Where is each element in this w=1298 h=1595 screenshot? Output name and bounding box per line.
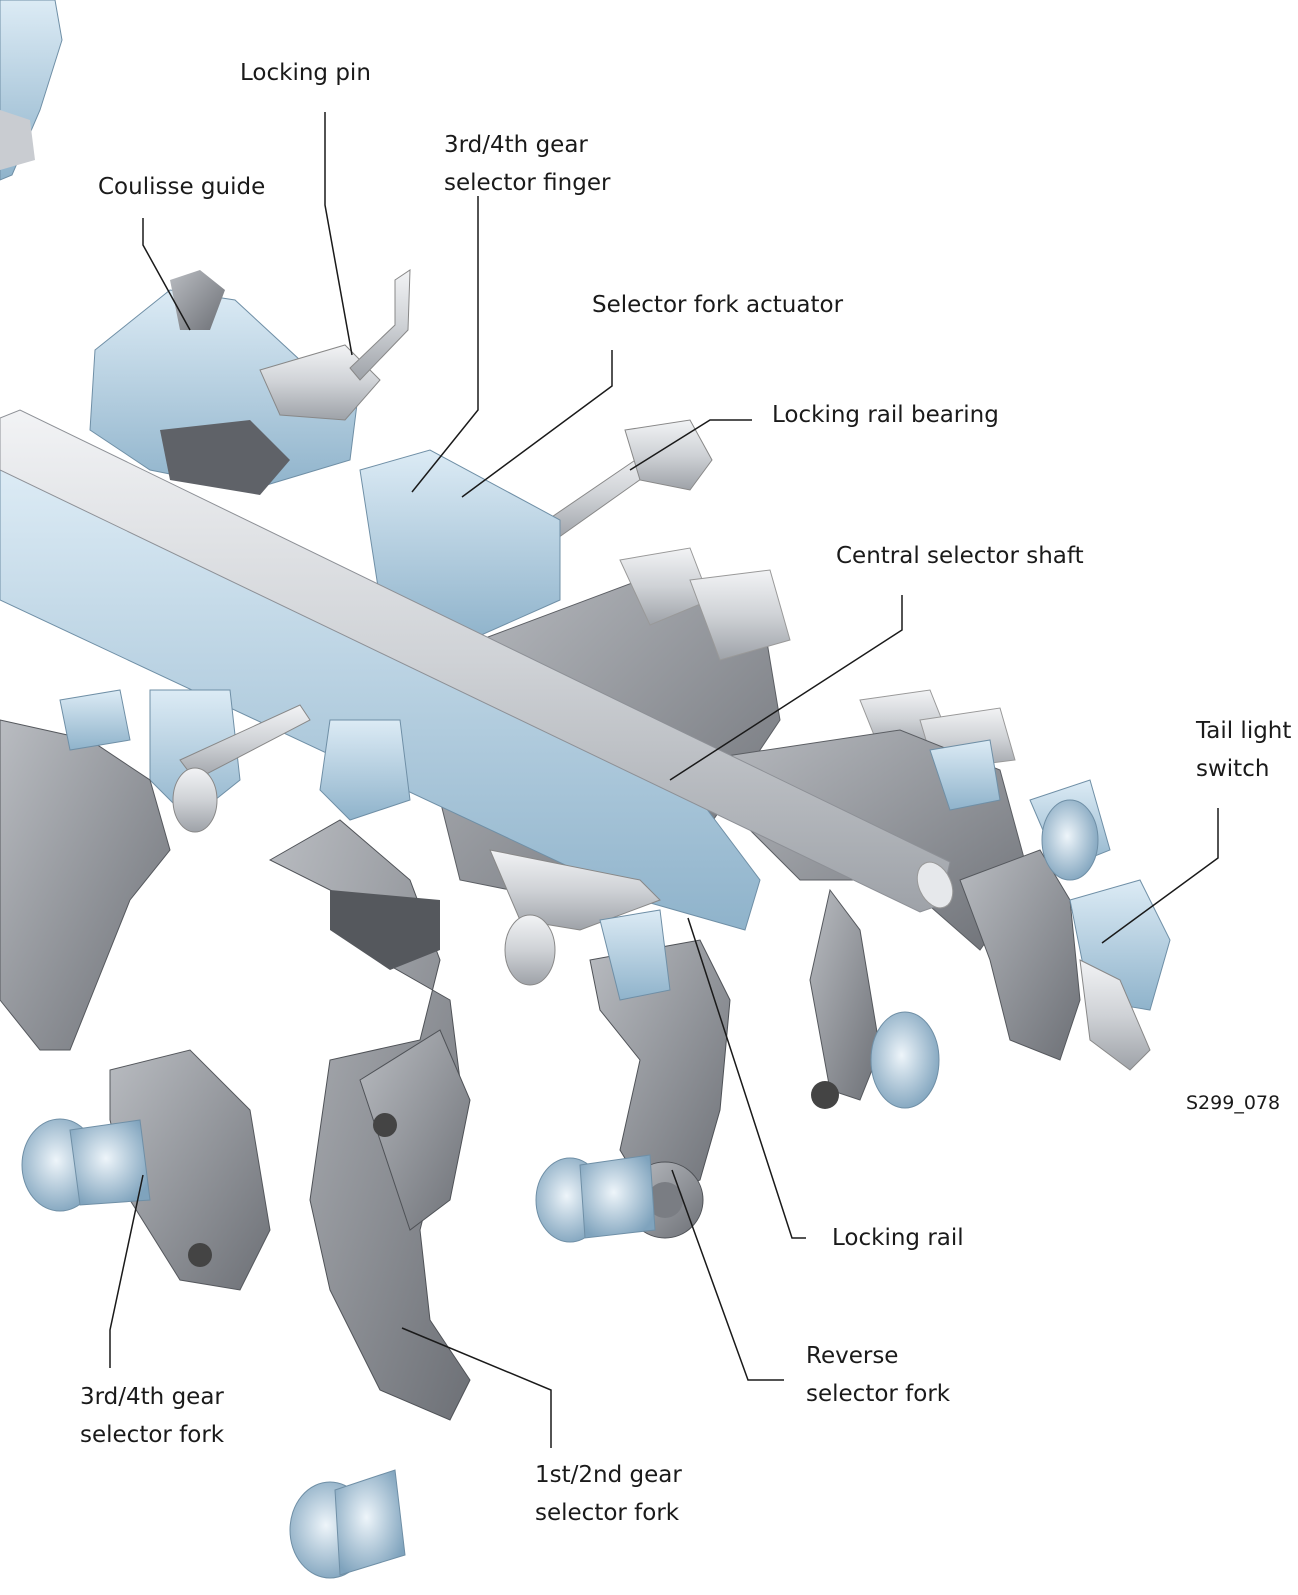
leader-gear12-fork	[401, 1327, 552, 1448]
label-gear34-selector-finger: 3rd/4th gear selector finger	[444, 132, 611, 196]
central-selector-shaft	[0, 409, 954, 913]
label-locking-pin: Locking pin	[240, 60, 371, 86]
top-left-fragment	[0, 0, 63, 181]
leader-gear34-fork	[109, 1174, 144, 1368]
label-locking-rail-bearing: Locking rail bearing	[772, 402, 999, 428]
gear34-selector-fork	[0, 689, 271, 1291]
leader-locking-rail-bearing	[629, 419, 752, 471]
label-reverse-selector-fork: Reverse selector fork	[806, 1343, 951, 1407]
leader-central-selector-shaft	[669, 595, 903, 781]
figure-code: S299_078	[1186, 1092, 1281, 1114]
leader-locking-pin	[324, 112, 353, 356]
leader-reverse-selector-fork	[671, 1169, 784, 1381]
label-selector-fork-actuator: Selector fork actuator	[592, 292, 844, 318]
label-coulisse-guide: Coulisse guide	[98, 174, 266, 200]
fork-bolts	[21, 799, 1099, 1579]
label-gear12-selector-fork: 1st/2nd gear selector fork	[535, 1462, 682, 1526]
leader-tail-light-switch	[1101, 808, 1219, 944]
label-tail-light-switch: Tail light switch	[1196, 718, 1292, 782]
locking-rail-bar	[172, 704, 661, 986]
leader-coulisse-guide	[142, 218, 191, 331]
coulisse-housing	[89, 269, 411, 495]
leader-gear34-finger	[411, 196, 479, 493]
blue-selector-plate	[0, 449, 761, 931]
label-central-selector-shaft: Central selector shaft	[836, 543, 1084, 569]
label-gear34-selector-fork: 3rd/4th gear selector fork	[80, 1384, 225, 1448]
locking-rail-bearing-rod	[539, 419, 713, 541]
leader-locking-rail	[687, 917, 806, 1239]
gear12-selector-fork	[268, 719, 471, 1421]
leader-selector-fork-actuator	[461, 350, 613, 498]
leader-lines	[109, 112, 1219, 1448]
label-locking-rail: Locking rail	[832, 1225, 964, 1251]
